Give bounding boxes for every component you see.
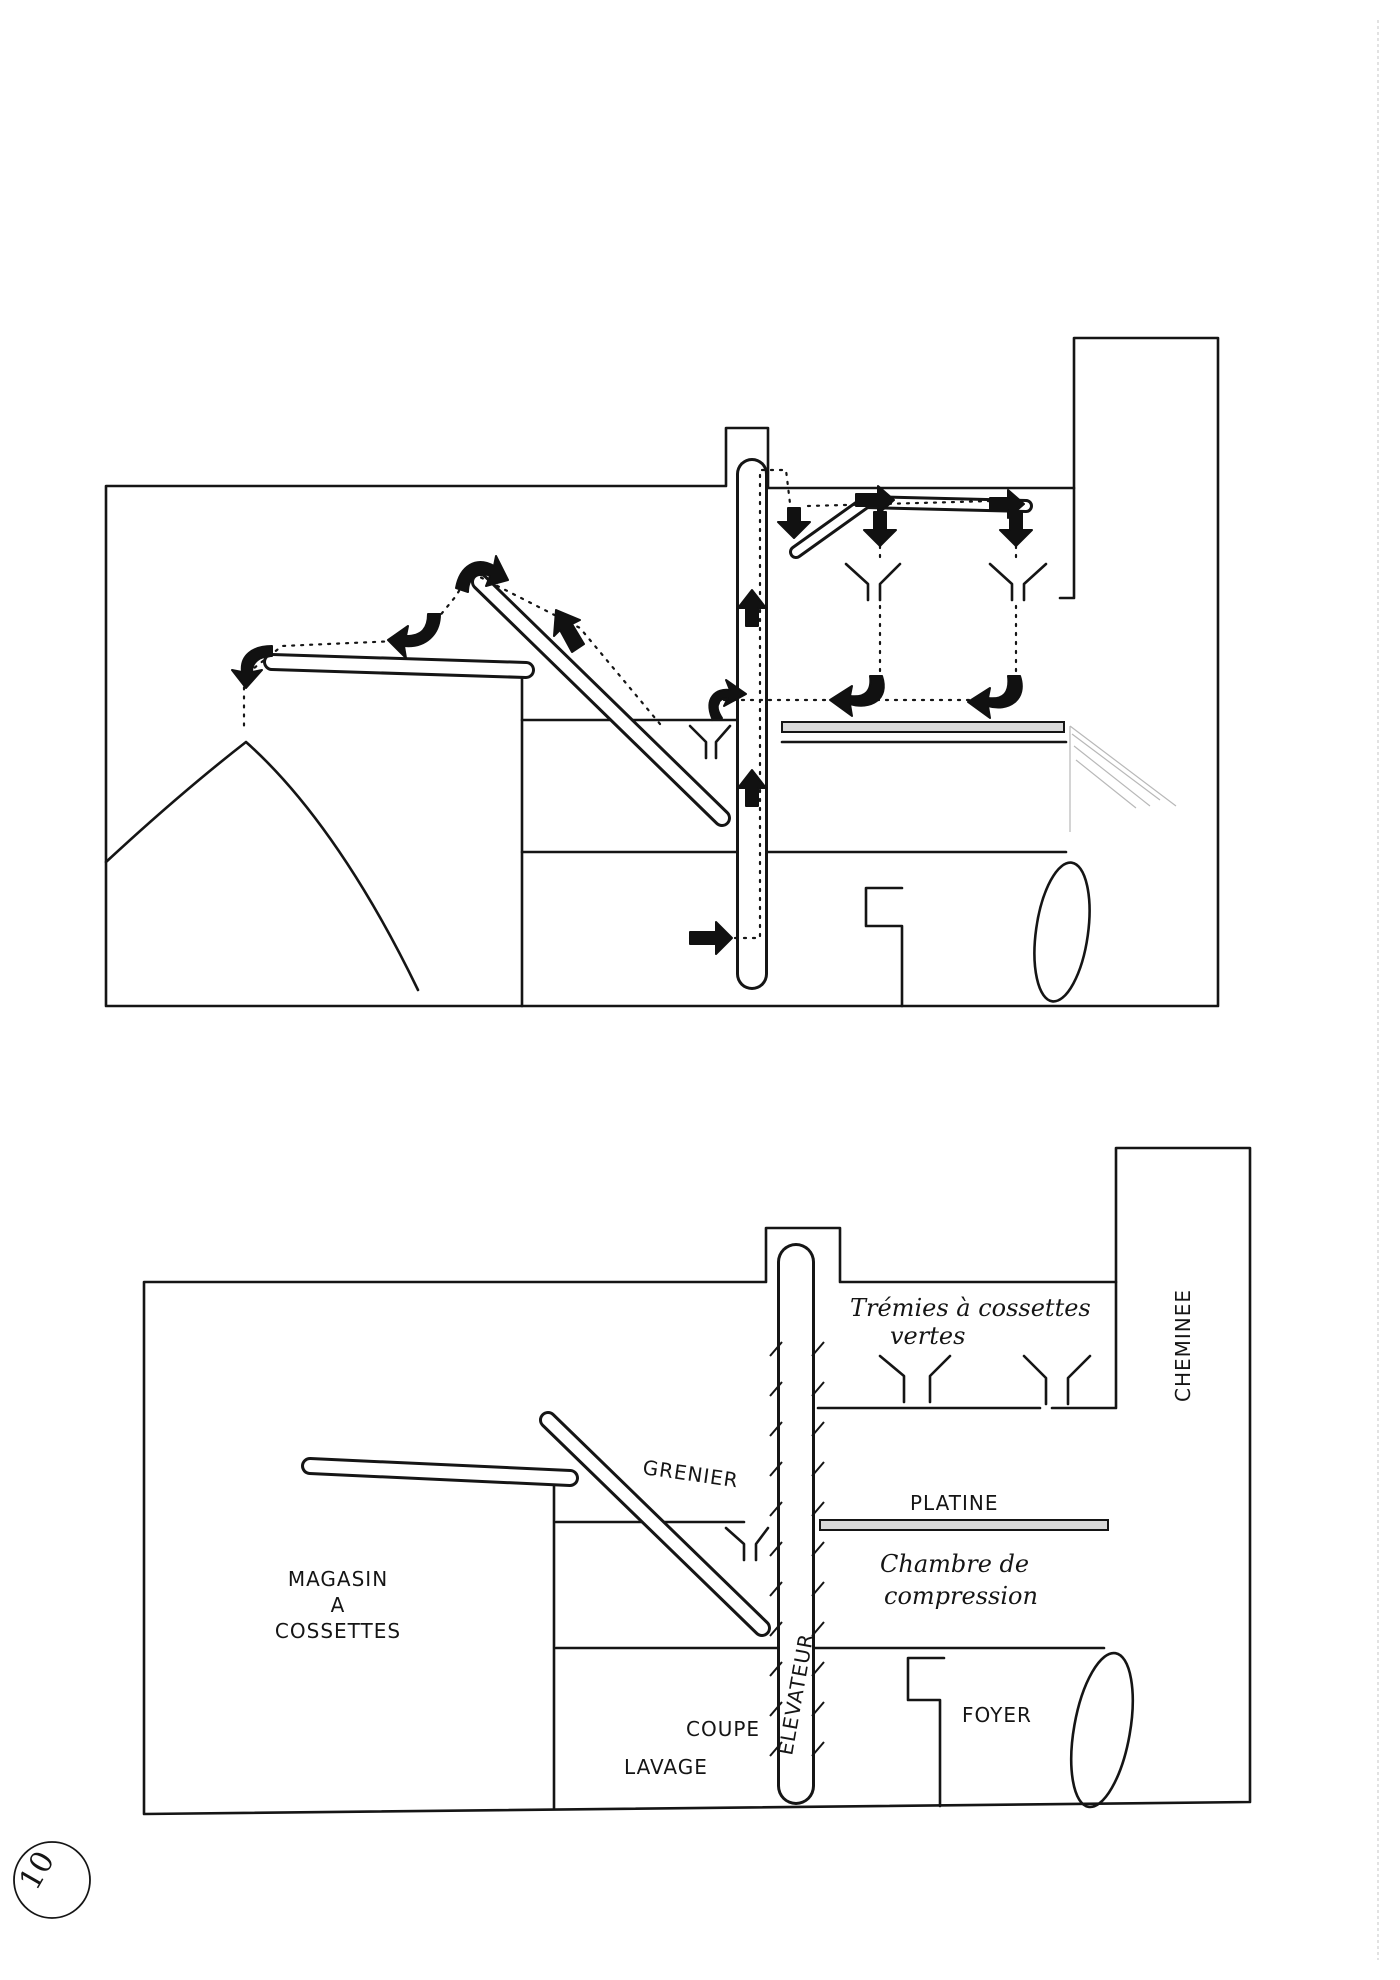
label-tremies-vertes: vertes <box>890 1322 965 1350</box>
bottom-furnace-wall <box>906 1656 946 1808</box>
flow-path-elevator <box>688 468 794 940</box>
top-chimney-wall <box>1058 486 1076 600</box>
top-hopper-right <box>988 562 1048 602</box>
flow-path-top <box>806 498 1032 508</box>
bottom-small-hopper <box>724 1526 770 1562</box>
arrow-up-icon <box>737 589 767 627</box>
label-cheminee: CHEMINEE <box>1171 1289 1195 1402</box>
top-building-outline <box>104 336 1220 1008</box>
elevator-hatch-marks <box>769 1341 825 1757</box>
arrow-down-icon <box>863 511 897 547</box>
top-pencil-sketch <box>1069 725 1177 832</box>
arrow-down-icon <box>777 507 811 539</box>
bottom-chimney-wall <box>1050 1280 1118 1410</box>
curved-arrow-icon <box>231 645 273 689</box>
bottom-hopper-left <box>878 1354 952 1404</box>
bottom-furnace-door <box>1069 1651 1135 1809</box>
curved-arrow-icon <box>455 555 509 593</box>
page-number: 10 <box>13 1845 62 1896</box>
label-chambre: Chambre de <box>880 1550 1029 1578</box>
bottom-hopper-right <box>1022 1354 1092 1406</box>
label-tremies: Trémies à cossettes <box>850 1294 1091 1322</box>
label-grenier: GRENIER <box>641 1455 740 1492</box>
top-pile <box>104 740 420 992</box>
curved-arrow-icon <box>387 613 441 659</box>
top-furnace-door <box>1033 861 1091 1003</box>
arrow-up-icon <box>737 769 767 807</box>
label-platine: PLATINE <box>910 1491 999 1515</box>
curved-arrow-icon <box>708 679 747 719</box>
arrow-down-icon <box>999 511 1033 547</box>
bottom-platine <box>819 1519 1109 1531</box>
label-cossettes: COSSETTES <box>275 1619 401 1643</box>
label-compression: compression <box>884 1582 1038 1610</box>
label-magasin: MAGASIN <box>288 1567 388 1591</box>
labeled-diagram: MAGASIN A COSSETTES GRENIER ELEVATEUR Tr… <box>142 1146 1252 1816</box>
top-hopper-left <box>844 562 902 602</box>
page-number-badge: 10 <box>13 1841 91 1919</box>
label-lavage: LAVAGE <box>624 1755 708 1779</box>
top-platine <box>781 721 1065 733</box>
curved-arrow-icon <box>967 675 1023 719</box>
label-magasin-a: A <box>331 1593 346 1617</box>
curved-arrow-icon <box>829 675 885 717</box>
flow-diagram <box>104 336 1220 1008</box>
arrow-right-icon <box>855 485 895 515</box>
arrow-in-icon <box>689 921 733 955</box>
top-small-hopper <box>688 724 732 760</box>
label-coupe: COUPE <box>686 1717 760 1741</box>
label-foyer: FOYER <box>962 1703 1032 1727</box>
arrow-up-icon <box>553 609 585 653</box>
top-furnace-wall <box>864 886 904 1008</box>
